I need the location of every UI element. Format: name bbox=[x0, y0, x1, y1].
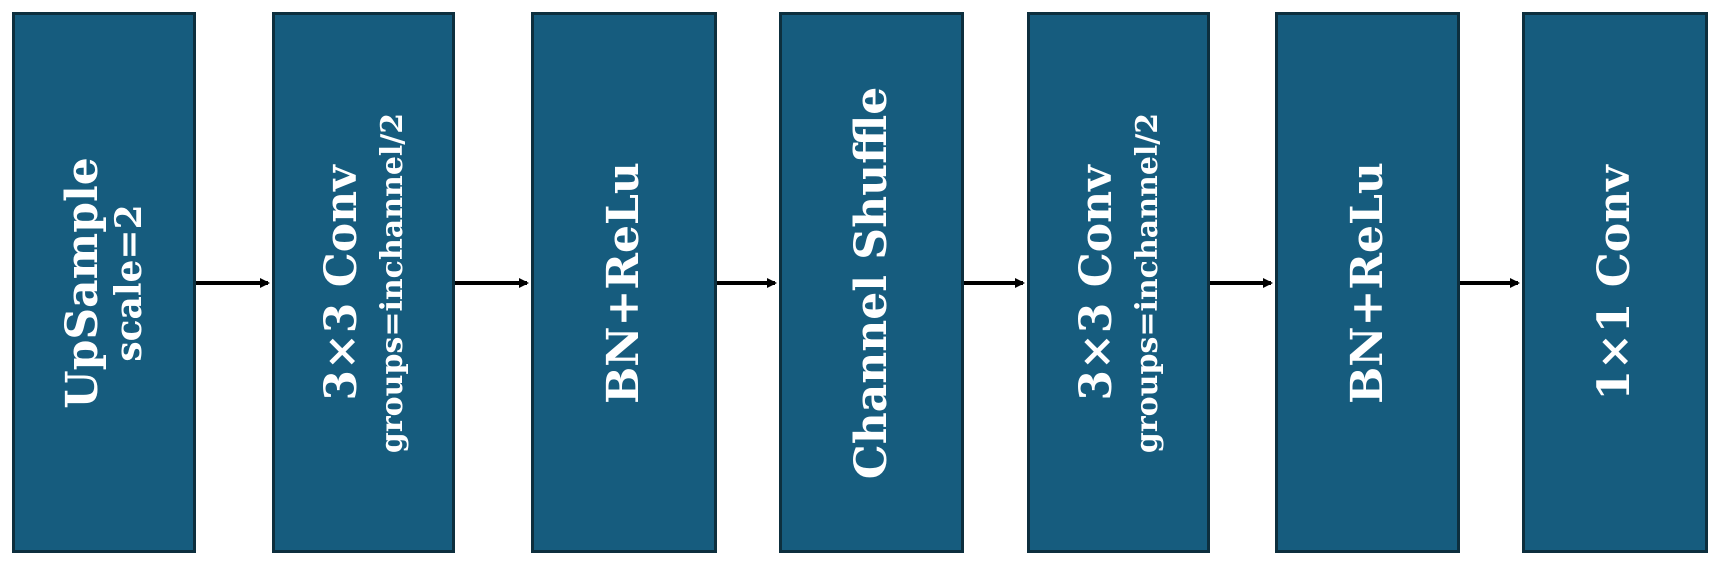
block-conv1x1: 1×1 Conv bbox=[1522, 12, 1708, 553]
block-conv3x3-a: 3×3 Conv groups=inchannel/2 bbox=[272, 12, 455, 553]
block-conv3x3-b: 3×3 Conv groups=inchannel/2 bbox=[1027, 12, 1210, 553]
block-bn-relu-b: BN+ReLu bbox=[1275, 12, 1460, 553]
block-channel-shuffle: Channel Shuffle bbox=[779, 12, 964, 553]
block-bn-relu-a: BN+ReLu bbox=[531, 12, 717, 553]
block-upsample: UpSample scale=2 bbox=[12, 12, 196, 553]
